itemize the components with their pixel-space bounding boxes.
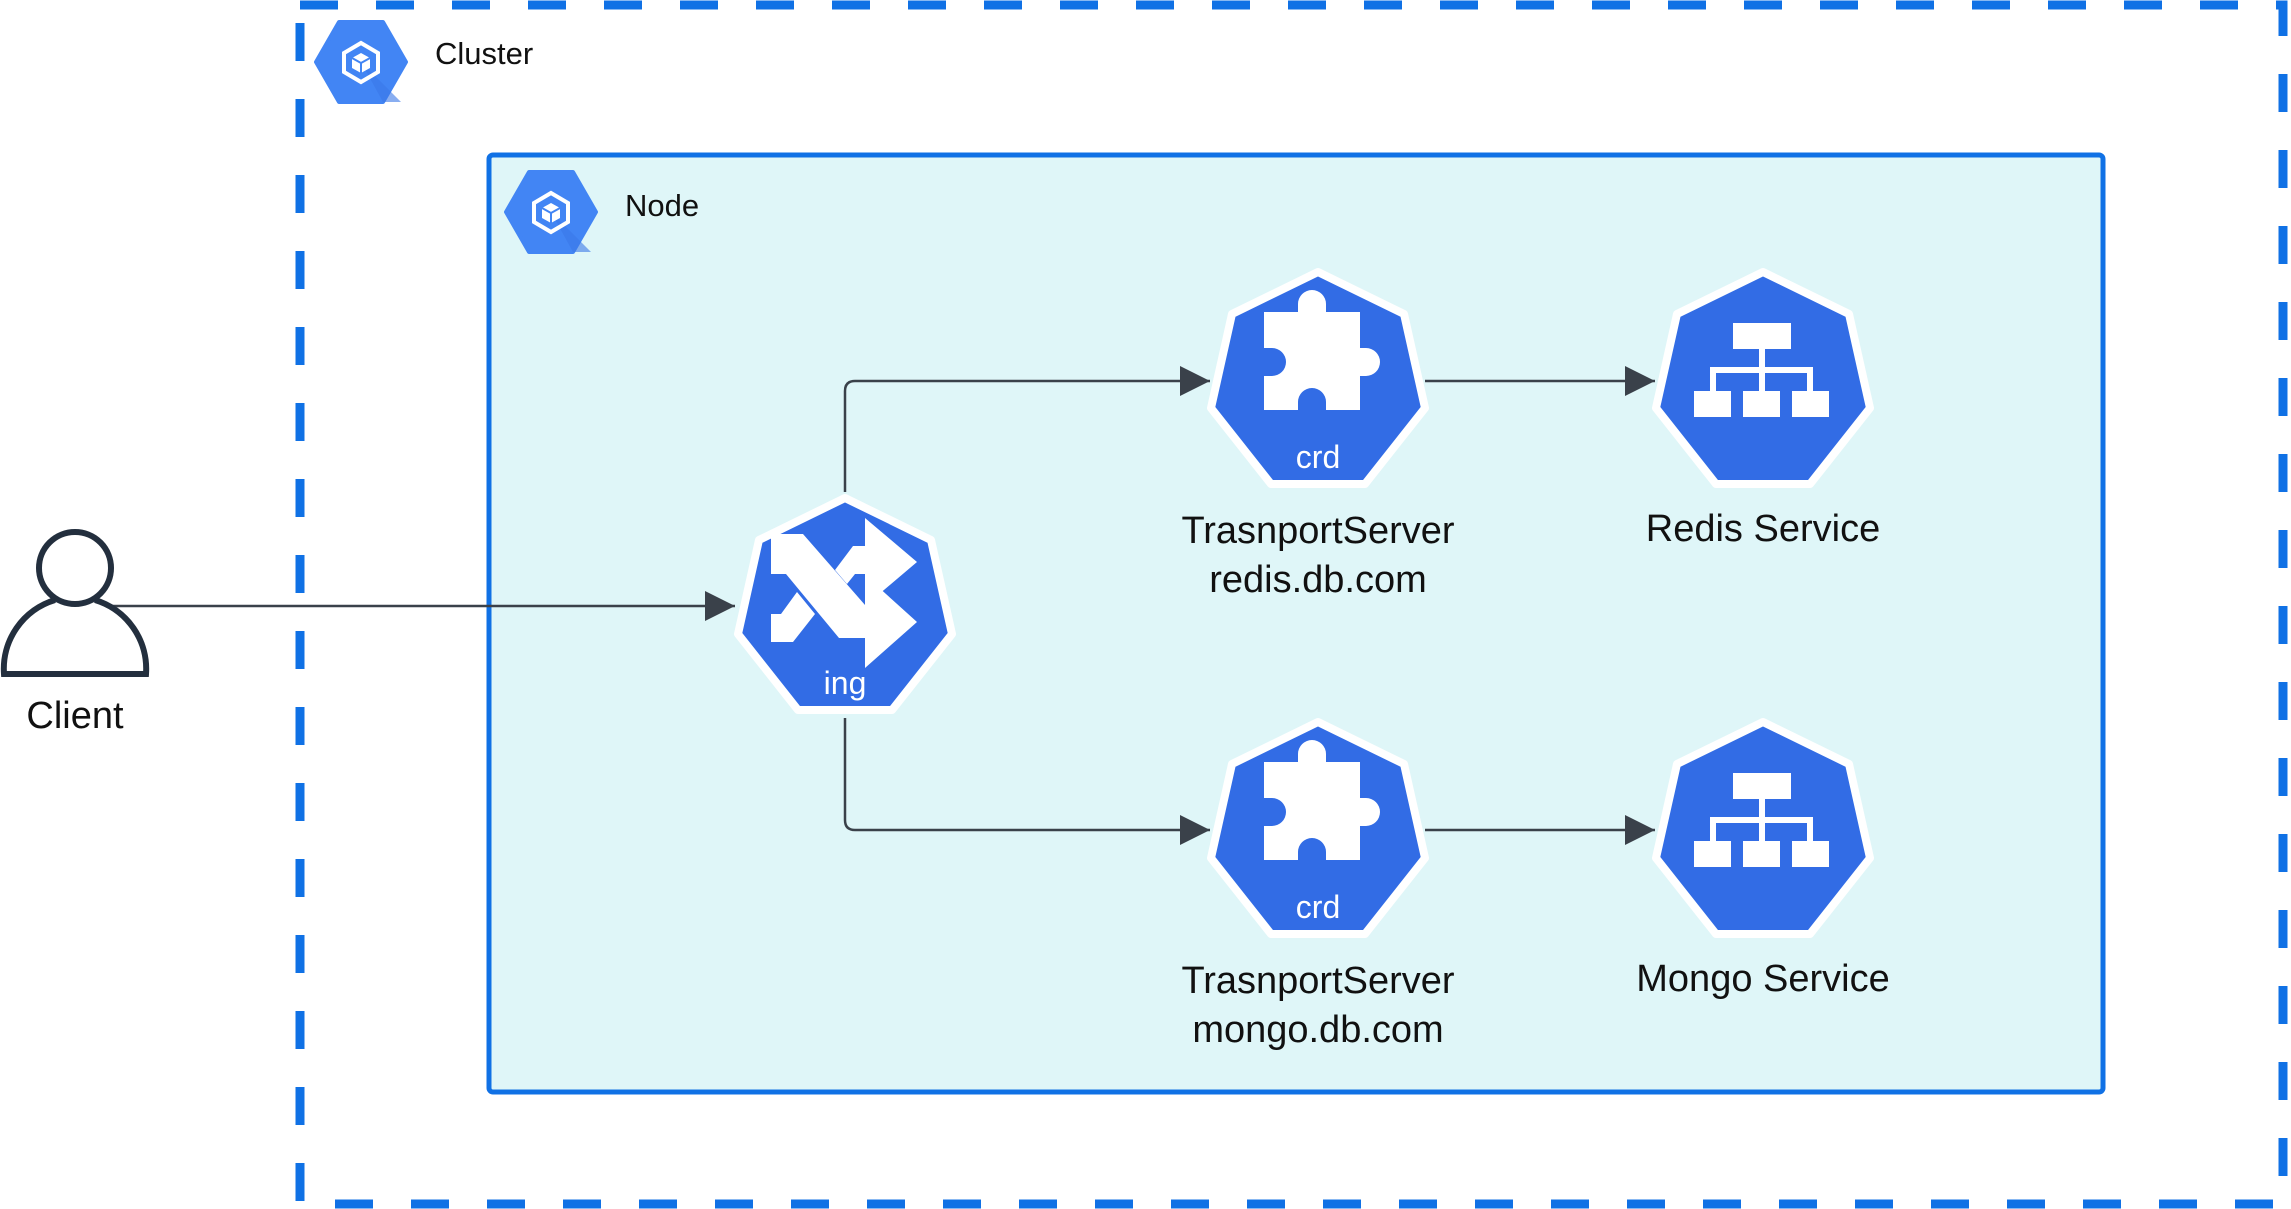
- transport-server-redis[interactable]: crd: [1211, 272, 1425, 484]
- cluster-icon: [314, 20, 408, 104]
- transport-server-mongo[interactable]: crd: [1211, 722, 1425, 934]
- ts-mongo-badge: crd: [1296, 889, 1340, 925]
- mongo-service-label: Mongo Service: [1636, 958, 1889, 1000]
- ts-redis-badge: crd: [1296, 439, 1340, 475]
- cluster-label: Cluster: [435, 36, 533, 71]
- cluster-boundary: [295, 0, 2288, 1209]
- ts-mongo-host: mongo.db.com: [1192, 1009, 1443, 1051]
- client-label: Client: [26, 695, 124, 737]
- node-label: Node: [625, 188, 699, 223]
- ingress-badge: ing: [824, 665, 867, 701]
- ts-mongo-name: TrasnportServer: [1181, 960, 1454, 1002]
- edge-ingress-to-mongo-ts: [843, 718, 1210, 845]
- client-user-icon[interactable]: [0, 529, 150, 677]
- ts-redis-host: redis.db.com: [1209, 559, 1427, 601]
- ingress-node[interactable]: ing: [738, 498, 952, 710]
- ts-redis-name: TrasnportServer: [1181, 510, 1454, 552]
- shuffle-icon: [771, 518, 917, 668]
- redis-service-label: Redis Service: [1646, 508, 1880, 550]
- edge-ingress-to-redis-ts: [843, 366, 1210, 492]
